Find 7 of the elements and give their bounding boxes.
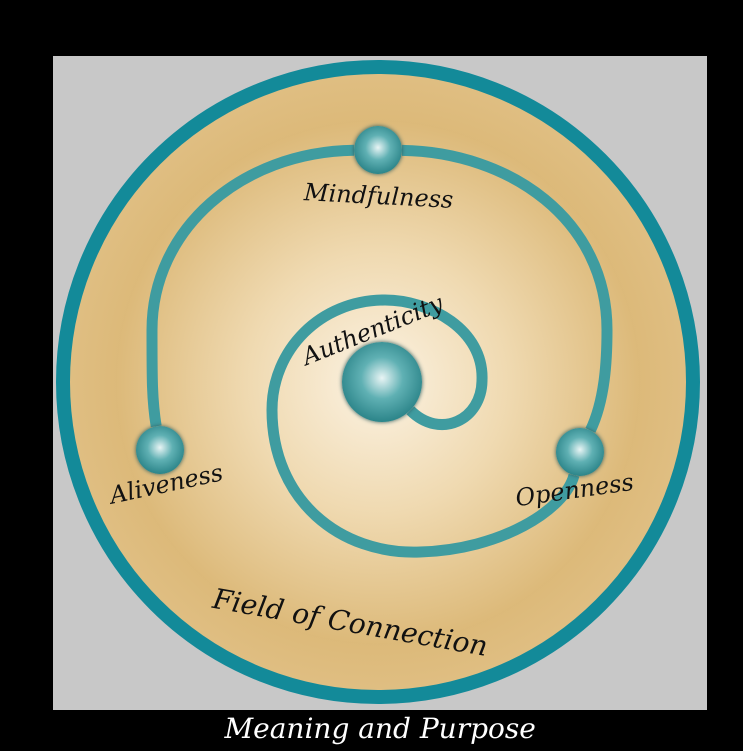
- node-label: Openness: [513, 468, 635, 512]
- node-label: Mindfulness: [302, 178, 454, 214]
- spiral-line: [402, 144, 612, 433]
- node-label: Aliveness: [106, 458, 225, 510]
- spiral-line: [146, 144, 354, 428]
- field-label: Field of Connection: [210, 582, 490, 662]
- frame-title: Meaning and Purpose: [224, 712, 536, 744]
